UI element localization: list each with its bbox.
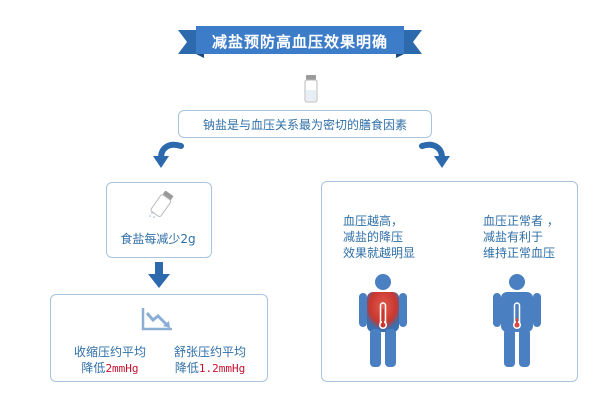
systolic-prefix: 降低 [81, 361, 106, 375]
normal-bp-text: 血压正常者 ， 减盐有利于 维持正常血压 [483, 213, 583, 261]
banner-title: 减盐预防高血压效果明确 [211, 32, 388, 51]
diastolic-value: 1.2mmHg [198, 362, 246, 375]
sodium-statement-box: 钠盐是与血压关系最为密切的膳食因素 [178, 110, 432, 138]
diastolic-prefix: 降低 [174, 361, 199, 375]
salt-container-icon [301, 74, 321, 104]
curved-arrow-right-icon [418, 140, 450, 170]
high-bp-line-2: 减盐的降压 [343, 230, 404, 244]
ribbon-icon [178, 26, 422, 58]
salt-reduction-box [106, 182, 212, 258]
bp-effect-box [50, 294, 268, 382]
curved-arrow-left-icon [153, 140, 185, 170]
salt-shaker-icon [147, 189, 177, 219]
person-normal-bp-icon [487, 273, 547, 369]
sodium-statement: 钠盐是与血压关系最为密切的膳食因素 [202, 117, 407, 132]
down-arrow-icon [148, 262, 170, 288]
population-effect-box [321, 181, 578, 382]
title-banner: 减盐预防高血压效果明确 [178, 24, 422, 58]
normal-bp-line-3: 维持正常血压 [483, 246, 556, 260]
high-bp-text: 血压越高， 减盐的降压 效果就越明显 [343, 213, 463, 261]
salt-reduction-label: 食盐每减少2g [120, 232, 196, 246]
normal-bp-line-1: 血压正常者 ， [483, 214, 559, 228]
decline-chart-icon [140, 307, 174, 331]
person-high-bp-icon [353, 273, 413, 369]
systolic-label: 收缩压约平均 [73, 345, 146, 359]
normal-bp-line-2: 减盐有利于 [483, 230, 544, 244]
high-bp-line-3: 效果就越明显 [343, 246, 416, 260]
systolic-value: 2mmHg [105, 362, 139, 375]
diastolic-effect: 舒张压约平均 降低1.2mmHg [158, 344, 262, 377]
diastolic-label: 舒张压约平均 [173, 345, 246, 359]
systolic-effect: 收缩压约平均 降低2mmHg [58, 344, 162, 377]
high-bp-line-1: 血压越高， [343, 214, 404, 228]
